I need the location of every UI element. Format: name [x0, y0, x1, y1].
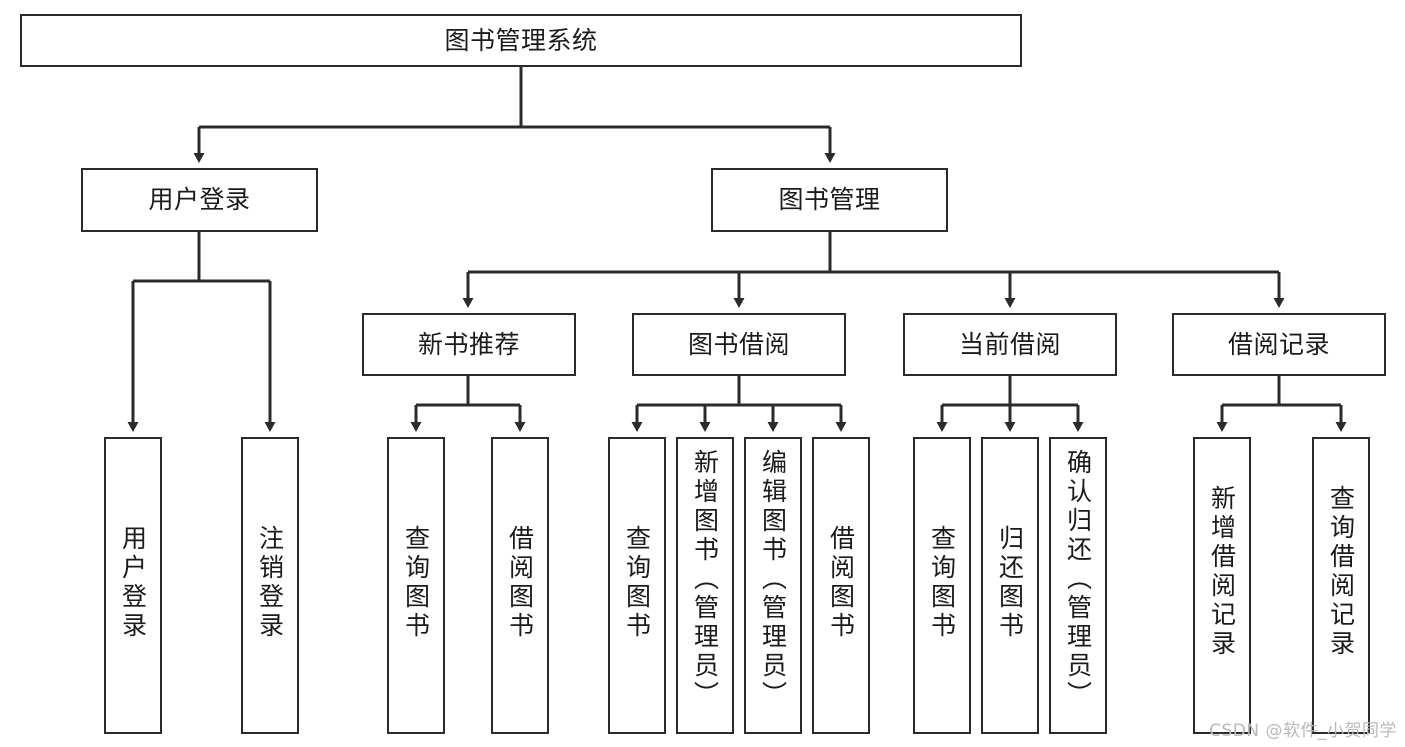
- node-label: 用户登录: [148, 185, 251, 215]
- node-label: 归还图书: [995, 525, 1025, 641]
- node-label: 查询图书: [401, 525, 431, 641]
- leaf-add-book-admin[interactable]: 新增图书（管理员）: [676, 437, 734, 734]
- node-label: 查询图书: [927, 525, 957, 641]
- leaf-logout[interactable]: 注销登录: [241, 437, 299, 734]
- node-current-borrow[interactable]: 当前借阅: [903, 313, 1117, 376]
- leaf-borrow-book[interactable]: 借阅图书: [812, 437, 870, 734]
- node-label: 当前借阅: [958, 329, 1061, 359]
- leaf-user-login[interactable]: 用户登录: [104, 437, 162, 734]
- node-book-management[interactable]: 图书管理: [711, 168, 948, 232]
- node-label: 用户登录: [118, 525, 148, 641]
- node-label: 新增图书（管理员）: [690, 449, 720, 710]
- leaf-edit-book-admin[interactable]: 编辑图书（管理员）: [744, 437, 802, 734]
- node-label: 新书推荐: [417, 329, 520, 359]
- node-label: 编辑图书（管理员）: [758, 449, 788, 710]
- leaf-add-borrow-record[interactable]: 新增借阅记录: [1193, 437, 1251, 734]
- leaf-query-book-current[interactable]: 查询图书: [913, 437, 971, 734]
- node-label: 借阅图书: [826, 525, 856, 641]
- node-label: 借阅记录: [1227, 329, 1330, 359]
- node-label: 图书管理: [778, 185, 881, 215]
- leaf-query-borrow-record[interactable]: 查询借阅记录: [1312, 437, 1370, 734]
- leaf-return-book[interactable]: 归还图书: [981, 437, 1039, 734]
- node-label: 图书借阅: [687, 329, 790, 359]
- node-book-borrow[interactable]: 图书借阅: [632, 313, 846, 376]
- node-root-system[interactable]: 图书管理系统: [20, 14, 1022, 67]
- node-label: 确认归还（管理员）: [1063, 449, 1093, 710]
- leaf-borrow-book-newbook[interactable]: 借阅图书: [491, 437, 549, 734]
- node-label: 借阅图书: [505, 525, 535, 641]
- watermark: CSDN @软件_小贺同学: [1209, 721, 1397, 741]
- node-label: 新增借阅记录: [1207, 485, 1237, 659]
- node-new-book-recommend[interactable]: 新书推荐: [362, 313, 576, 376]
- leaf-query-book-newbook[interactable]: 查询图书: [387, 437, 445, 734]
- node-label: 图书管理系统: [444, 25, 598, 55]
- node-user-login[interactable]: 用户登录: [81, 168, 318, 232]
- node-label: 注销登录: [255, 525, 285, 641]
- node-label: 查询借阅记录: [1326, 485, 1356, 659]
- node-label: 查询图书: [622, 525, 652, 641]
- node-borrow-record[interactable]: 借阅记录: [1172, 313, 1386, 376]
- leaf-confirm-return-admin[interactable]: 确认归还（管理员）: [1049, 437, 1107, 734]
- leaf-query-book-borrow[interactable]: 查询图书: [608, 437, 666, 734]
